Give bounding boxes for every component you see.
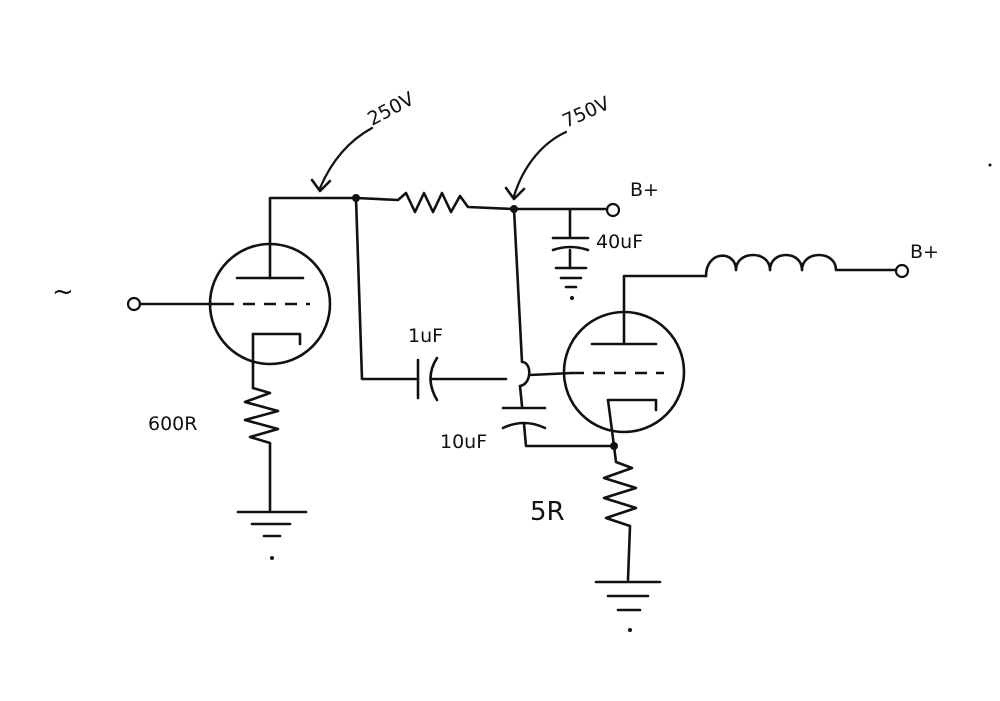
tube-2-cathode-lead [606,398,616,448]
tube-1-plate-lead [268,196,358,280]
ground-symbol-1 [236,510,308,560]
input-terminal [126,296,142,312]
stray-mark [988,163,992,167]
arrow-750v [512,130,568,198]
arrow-250v-head [310,178,332,193]
tube-2-plate-lead [622,274,708,346]
cap-10uf-return [522,422,616,448]
label-bplus-1: B+ [630,179,659,201]
coupling-wire-left [354,196,418,381]
ground-symbol-3 [594,580,662,632]
label-250v: 250V [364,88,418,131]
label-5r: 5R [530,497,565,527]
bplus-terminal-2 [894,263,910,279]
label-750v: 750V [559,92,613,132]
label-1uf: 1uF [408,325,443,347]
cap-10uf-lead-top [518,384,524,408]
label-40uf: 40uF [596,231,643,253]
cap-1uf-plate-right [429,356,439,402]
label-bplus-2: B+ [910,241,939,263]
arrow-250v [318,126,374,190]
resistor-600r [243,386,280,512]
label-600r: 600R [148,413,197,435]
tube-1-cathode [251,332,302,346]
arrow-750v-head [504,186,526,201]
cap-40uf-plate-bottom [551,245,590,252]
tube-2-cathode [606,398,658,412]
output-inductor [704,253,898,278]
ac-input-symbol: ~ [52,277,74,307]
supply-drop-wire [512,207,531,388]
ground-symbol-2 [554,266,588,300]
bplus-terminal-1 [605,202,621,218]
label-10uf: 10uF [440,431,487,453]
grid-wire [528,371,574,377]
series-resistor [354,191,516,214]
resistor-5r [602,444,638,582]
